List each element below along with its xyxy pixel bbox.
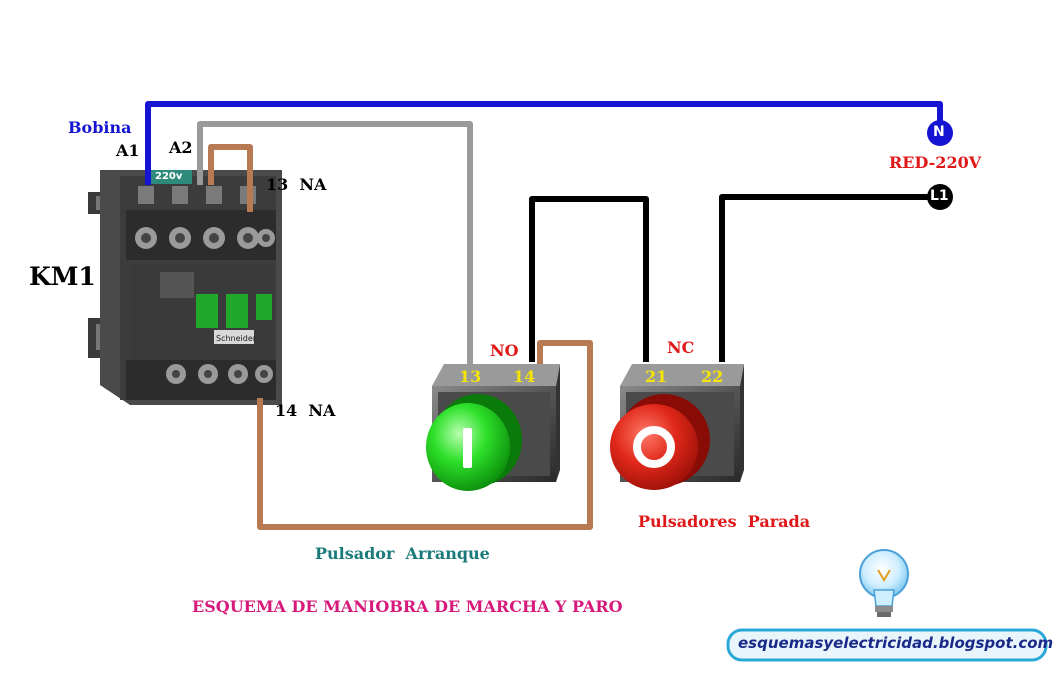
start-button-label: Pulsador Arranque <box>315 544 490 563</box>
line-wire <box>719 194 932 362</box>
stop-contact-type: NC <box>667 338 695 357</box>
aux-13-label: 13 NA <box>266 175 327 194</box>
lightbulb-icon <box>859 549 909 617</box>
aux-14-label: 14 NA <box>275 401 336 420</box>
stop-button-cap <box>610 404 698 490</box>
start-symbol-i <box>463 428 472 468</box>
stop-terminal-22: 22 <box>701 367 724 386</box>
stop-pushbutton <box>610 364 744 490</box>
start-pushbutton <box>426 364 560 491</box>
top-terminals <box>135 227 275 249</box>
watermark-text: esquemasyelectricidad.blogspot.com <box>738 634 1054 652</box>
a1-terminal-label: A1 <box>116 141 140 160</box>
start-terminal-13: 13 <box>459 367 482 386</box>
stop-button-label: Pulsadores Parada <box>638 512 811 531</box>
diagram-title: ESQUEMA DE MANIOBRA DE MARCHA Y PARO <box>192 597 623 616</box>
voltage-badge <box>150 170 192 184</box>
self-holding-wire <box>257 340 593 530</box>
aux-bridge-wire <box>208 144 253 212</box>
a2-terminal-label: A2 <box>169 138 193 157</box>
voltage-badge-text: 220v <box>155 171 183 182</box>
watermark-banner <box>726 628 1048 662</box>
neutral-terminal-label: N <box>933 124 945 140</box>
contactor-km1: Schneider <box>88 170 282 405</box>
start-to-stop-wire <box>529 196 649 362</box>
contactor-name: KM1 <box>29 262 96 291</box>
bottom-terminals <box>166 364 273 384</box>
start-contact-type: NO <box>490 341 519 360</box>
coil-return-wire <box>197 121 473 372</box>
start-terminal-14: 14 <box>513 367 536 386</box>
stop-symbol-o <box>633 426 675 468</box>
line-terminal <box>927 184 953 210</box>
line-terminal-label: L1 <box>930 188 949 204</box>
neutral-wire <box>145 101 943 185</box>
svg-text:Schneider: Schneider <box>216 334 257 343</box>
neutral-terminal <box>927 120 953 146</box>
stop-terminal-21: 21 <box>645 367 668 386</box>
network-label: RED-220V <box>889 153 982 172</box>
coil-label: Bobina <box>68 118 132 137</box>
